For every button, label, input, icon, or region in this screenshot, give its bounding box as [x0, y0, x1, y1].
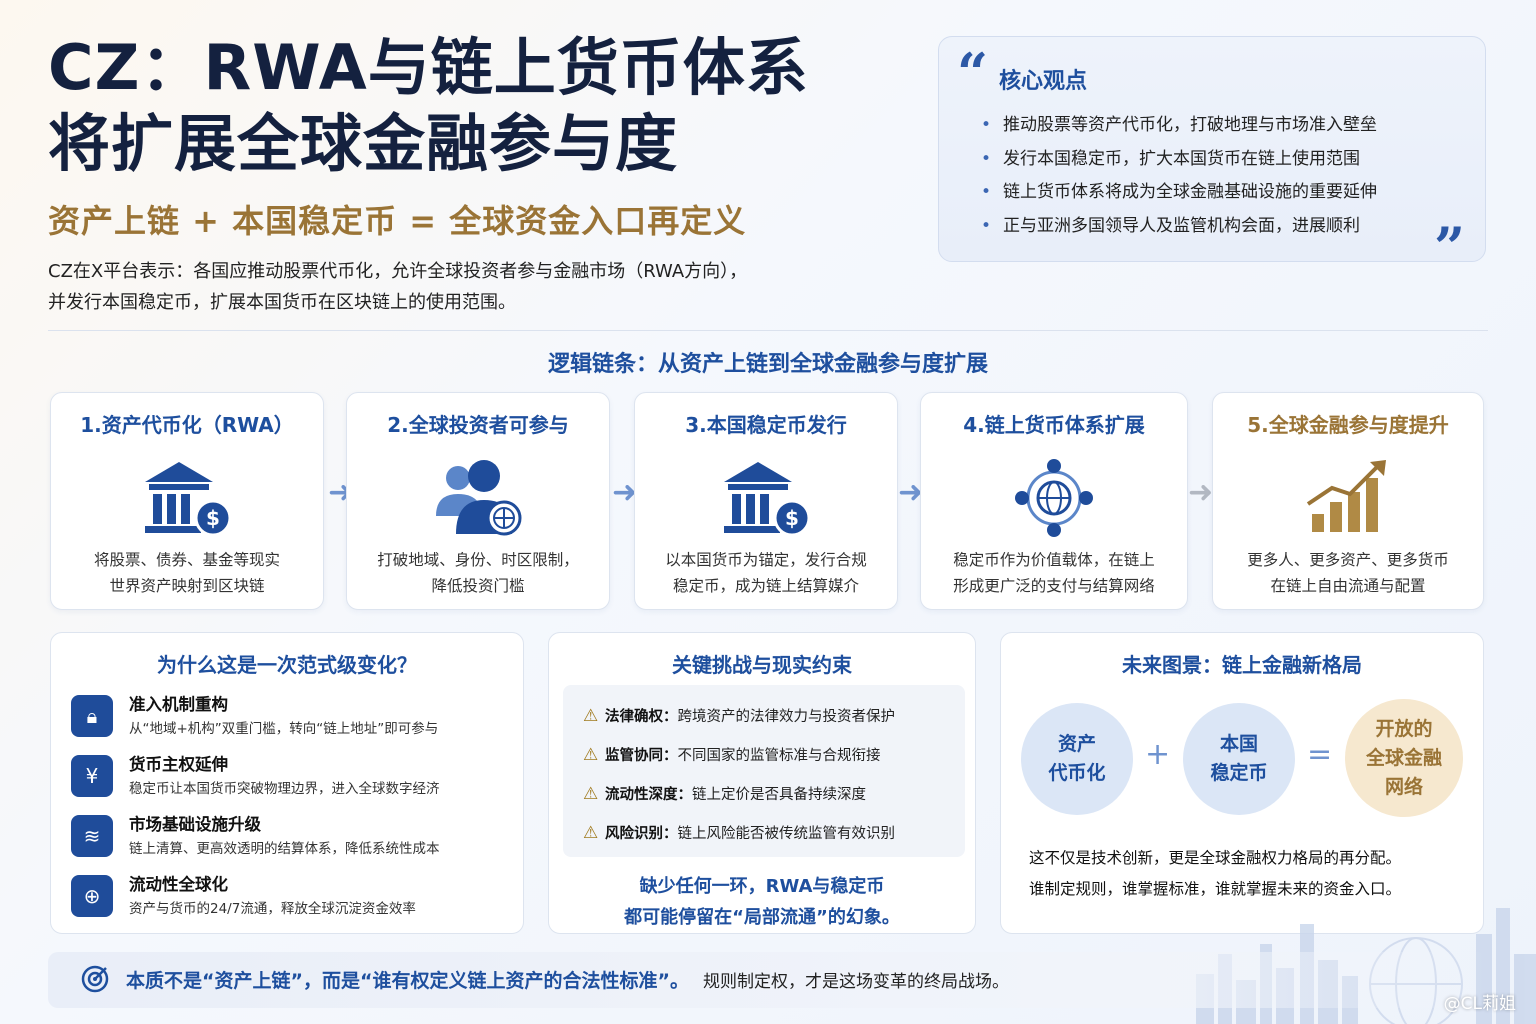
challenges-footer: 缺少任何一环，RWA与稳定币 都可能停留在“局部流通”的幻象。 — [624, 876, 900, 928]
equals-icon: = — [1307, 737, 1333, 772]
step-title: 4.链上货币体系扩展 — [963, 413, 1145, 437]
why-item-desc: 资产与货币的24/7流通，释放全球沉淀资金效率 — [129, 901, 416, 917]
step-card-2: 2.全球投资者可参与 打破地域、身份、时区限制，降低投资门槛 — [346, 392, 610, 610]
why-title: 为什么这是一次范式级变化？ — [157, 653, 417, 677]
subtitle: 资产上链 + 本国稳定币 = 全球资金入口再定义 — [48, 202, 747, 240]
why-item-title: 流动性全球化 — [129, 875, 228, 894]
open-quote-icon: “ — [957, 41, 989, 105]
lock-icon: 🔒︎ — [71, 695, 113, 737]
bank-dollar-icon: $ — [145, 462, 232, 537]
future-title: 未来图景：链上金融新格局 — [1122, 653, 1362, 677]
challenge-item: ⚠风险识别：链上风险能否被传统监管有效识别 — [583, 823, 895, 843]
core-point: 推动股票等资产代币化，打破地理与市场准入壁垒 — [981, 109, 1377, 143]
globe-network-icon — [1015, 459, 1093, 537]
arrow-right-icon: ➜ — [898, 475, 924, 510]
future-panel: 未来图景：链上金融新格局 资产代币化 + 本国稳定币 = 开放的全球金融网络 这… — [1000, 632, 1484, 934]
warning-icon: ⚠ — [583, 823, 599, 843]
title-line-2: 将扩展全球金融参与度 — [48, 107, 679, 180]
bottom-banner: 本质不是“资产上链”，而是“谁有权定义链上资产的合法性标准”。规则制定权，才是这… — [48, 952, 1488, 1008]
target-icon — [81, 965, 109, 993]
arrow-right-icon: ➜ — [612, 475, 638, 510]
bottom-message: 本质不是“资产上链”，而是“谁有权定义链上资产的合法性标准”。规则制定权，才是这… — [126, 970, 1009, 992]
why-item-desc: 链上清算、更高效透明的结算体系，降低系统性成本 — [129, 841, 440, 857]
challenges-title: 关键挑战与现实约束 — [672, 653, 852, 677]
challenge-item: ⚠法律确权：跨境资产的法律效力与投资者保护 — [583, 706, 895, 726]
why-item-title: 货币主权延伸 — [129, 755, 228, 774]
watermark: @CL莉姐 — [1443, 994, 1516, 1014]
why-item-title: 准入机制重构 — [129, 695, 228, 714]
core-view-panel: “ 核心观点 推动股票等资产代币化，打破地理与市场准入壁垒 发行本国稳定币，扩大… — [938, 36, 1486, 279]
why-item-desc: 从“地域+机构”双重门槛，转向“链上地址”即可参与 — [129, 721, 439, 737]
svg-text:$: $ — [785, 506, 799, 530]
challenges-box: ⚠法律确权：跨境资产的法律效力与投资者保护 ⚠监管协同：不同国家的监管标准与合规… — [563, 685, 965, 857]
page-title: CZ：RWA与链上货币体系 将扩展全球金融参与度 — [48, 30, 809, 182]
warning-icon: ⚠ — [583, 784, 599, 804]
title-line-1: CZ：RWA与链上货币体系 — [48, 31, 809, 104]
intro-text: CZ在X平台表示：各国应推动股票代币化，允许全球投资者参与金融市场（RWA方向）… — [48, 256, 888, 318]
step-desc: 将股票、债券、基金等现实世界资产映射到区块链 — [93, 551, 280, 595]
future-text: 这不仅是技术创新，更是全球金融权力格局的再分配。 谁制定规则，谁掌握标准，谁就掌… — [1029, 849, 1402, 898]
core-point: 链上货币体系将成为全球金融基础设施的重要延伸 — [981, 176, 1377, 210]
step-card-3: 3.本国稳定币发行 $ 以本国货币为锚定，发行合规稳定币，成为链上结算媒介 — [634, 392, 898, 610]
core-point: 正与亚洲多国领导人及监管机构会面，进展顺利 — [981, 210, 1377, 244]
step-title: 5.全球金融参与度提升 — [1247, 413, 1449, 437]
step-desc: 打破地域、身份、时区限制，降低投资门槛 — [377, 551, 579, 595]
core-view-title: 核心观点 — [999, 69, 1088, 94]
yen-icon: ¥ — [71, 755, 113, 797]
step-desc: 以本国货币为锚定，发行合规稳定币，成为链上结算媒介 — [665, 551, 867, 595]
core-view-list: 推动股票等资产代币化，打破地理与市场准入壁垒 发行本国稳定币，扩大本国货币在链上… — [981, 109, 1377, 243]
arrow-right-icon: ➜ — [1188, 475, 1214, 510]
step-desc: 稳定币作为价值载体，在链上形成更广泛的支付与结算网络 — [953, 551, 1155, 595]
step-card-4: 4.链上货币体系扩展 稳定币作为价值载体，在链上形成更广泛的支付与结算网络 — [920, 392, 1188, 610]
circle-open-network: 开放的全球金融网络 — [1345, 699, 1463, 817]
why-item-title: 市场基础设施升级 — [129, 815, 261, 834]
step-card-5: 5.全球金融参与度提升 更多人、更多资产、更多货币在链上自由流通与配置 — [1212, 392, 1484, 610]
circle-tokenization: 资产代币化 — [1021, 703, 1133, 815]
growth-chart-icon — [1306, 460, 1386, 532]
challenge-item: ⚠流动性深度：链上定价是否具备持续深度 — [583, 784, 866, 804]
warning-icon: ⚠ — [583, 745, 599, 765]
why-panel: 为什么这是一次范式级变化？ 🔒︎ 准入机制重构 从“地域+机构”双重门槛，转向“… — [50, 632, 524, 934]
users-globe-icon — [436, 460, 522, 536]
intro-line-2: 并发行本国稳定币，扩展本国货币在区块链上的使用范围。 — [48, 292, 516, 313]
chain-title: 逻辑链条：从资产上链到全球金融参与度扩展 — [547, 352, 988, 377]
step-desc: 更多人、更多资产、更多货币在链上自由流通与配置 — [1247, 551, 1449, 595]
circle-stablecoin: 本国稳定币 — [1183, 703, 1295, 815]
step-title: 2.全球投资者可参与 — [387, 413, 569, 437]
step-card-1: 1.资产代币化（RWA） $ 将股票、债券、基金等现实世界资产映射到区块链 — [50, 392, 324, 610]
plus-icon: + — [1145, 737, 1171, 772]
step-title: 3.本国稳定币发行 — [685, 413, 847, 437]
bank-dollar-icon: $ — [724, 462, 811, 537]
globe-icon: ⊕ — [71, 875, 113, 917]
intro-line-1: CZ在X平台表示：各国应推动股票代币化，允许全球投资者参与金融市场（RWA方向）… — [48, 261, 748, 282]
core-point: 发行本国稳定币，扩大本国货币在链上使用范围 — [981, 143, 1377, 177]
warning-icon: ⚠ — [583, 706, 599, 726]
close-quote-icon: ” — [1433, 215, 1465, 279]
challenges-panel: 关键挑战与现实约束 ⚠法律确权：跨境资产的法律效力与投资者保护 ⚠监管协同：不同… — [548, 632, 976, 934]
svg-text:$: $ — [206, 506, 220, 530]
why-item-desc: 稳定币让本国货币突破物理边界，进入全球数字经济 — [129, 781, 440, 797]
step-title: 1.资产代币化（RWA） — [80, 413, 294, 437]
challenge-item: ⚠监管协同：不同国家的监管标准与合规衔接 — [583, 745, 881, 765]
divider — [48, 330, 1488, 331]
layers-icon: ≋ — [71, 815, 113, 857]
